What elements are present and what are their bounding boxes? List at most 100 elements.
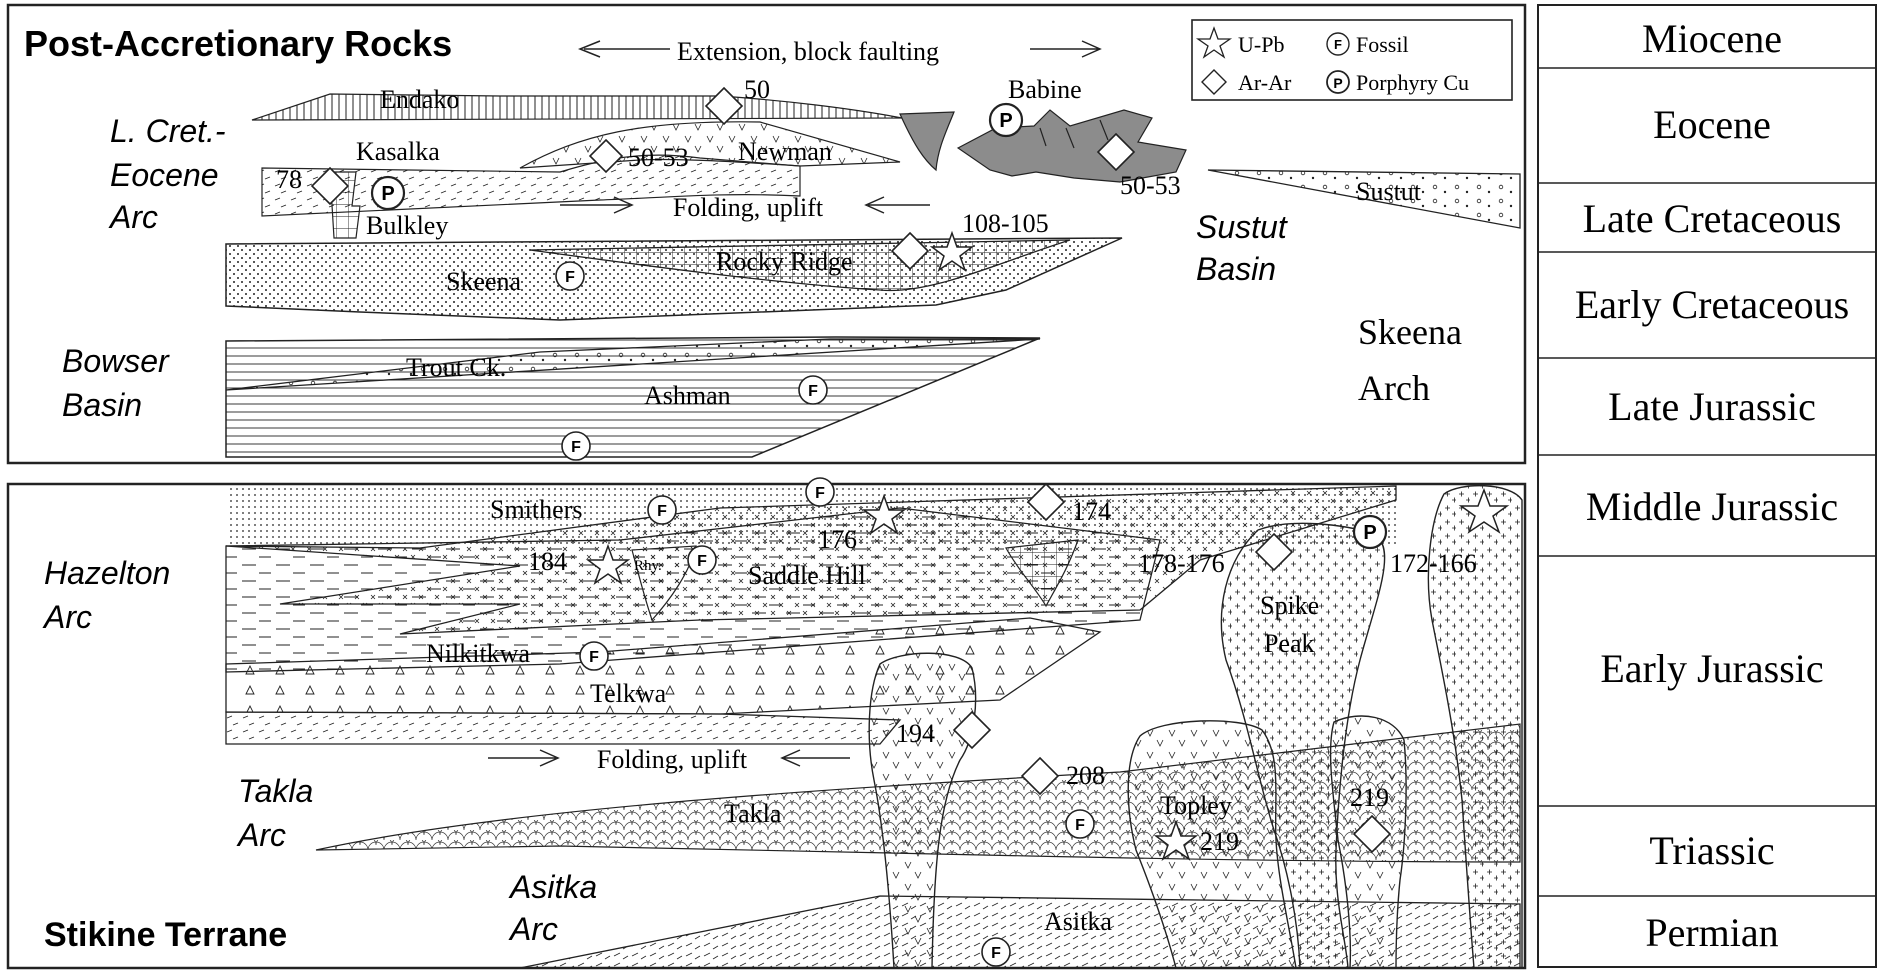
- unit-ashman: Ashman: [644, 381, 731, 410]
- terrane-label: Stikine Terrane: [44, 916, 287, 954]
- arc-label-1: L. Cret.-: [110, 113, 226, 149]
- period-late-cretaceous: Late Cretaceous: [1583, 196, 1842, 241]
- period-eocene: Eocene: [1653, 102, 1771, 147]
- period-late-jurassic: Late Jurassic: [1608, 384, 1816, 429]
- fossil-icon: F: [556, 262, 584, 290]
- svg-text:F: F: [697, 553, 707, 570]
- svg-text:P: P: [381, 183, 394, 205]
- age-108105: 108-105: [962, 209, 1049, 238]
- svg-text:F: F: [589, 649, 599, 666]
- unit-telkwa: Telkwa: [590, 679, 667, 708]
- unit-sustut: Sustut: [1356, 177, 1422, 206]
- legend-fossil: Fossil: [1356, 32, 1409, 57]
- unit-babine: Babine: [1008, 75, 1082, 104]
- age-50: 50: [744, 75, 770, 104]
- porphyry-icon: P: [1354, 516, 1386, 548]
- fossil-icon: F: [799, 376, 827, 404]
- svg-text:F: F: [815, 485, 825, 502]
- unit-topley: Topley: [1160, 791, 1232, 820]
- unit-kasalka: Kasalka: [356, 137, 440, 166]
- unit-rhy: Rhy.: [634, 558, 662, 574]
- bowser-label-1: Bowser: [62, 343, 170, 379]
- bowser-label-2: Basin: [62, 387, 142, 423]
- hazelton-label-2: Arc: [42, 599, 92, 635]
- hazelton-label-1: Hazelton: [44, 555, 170, 591]
- newman-unit: [520, 122, 900, 168]
- legend-porphyry-icon: P: [1327, 71, 1349, 93]
- unit-trout-ck: Trout Ck.: [406, 353, 506, 382]
- fossil-icon: F: [688, 546, 716, 574]
- extension-label: Extension, block faulting: [677, 37, 939, 66]
- fossil-icon: F: [806, 478, 834, 506]
- takla-arc-label-1: Takla: [238, 773, 313, 809]
- fossil-icon: F: [562, 432, 590, 460]
- folding-label-upper: Folding, uplift: [673, 193, 824, 222]
- unit-takla: Takla: [724, 799, 782, 828]
- legend-arar: Ar-Ar: [1238, 70, 1292, 95]
- svg-text:P: P: [1333, 75, 1342, 91]
- asitka-arc-label-2: Arc: [508, 911, 558, 947]
- fossil-icon: F: [1066, 810, 1094, 838]
- endako-unit: [252, 94, 902, 120]
- age-174: 174: [1072, 497, 1111, 526]
- legend-upb: U-Pb: [1238, 32, 1284, 57]
- period-miocene: Miocene: [1642, 16, 1782, 61]
- telkwa-lower: [226, 712, 900, 744]
- age-78: 78: [276, 165, 302, 194]
- svg-text:F: F: [571, 439, 581, 456]
- svg-text:F: F: [1075, 817, 1085, 834]
- asitka-arc-label-1: Asitka: [508, 869, 597, 905]
- unit-nilkitkwa: Nilkitkwa: [426, 639, 530, 668]
- period-early-jurassic: Early Jurassic: [1600, 646, 1823, 691]
- period-middle-jurassic: Middle Jurassic: [1586, 484, 1838, 529]
- unit-saddle-hill: Saddle Hill: [748, 561, 866, 590]
- unit-endako: Endako: [380, 85, 459, 114]
- svg-text:F: F: [565, 269, 575, 286]
- skeena-arch-label-2: Arch: [1358, 368, 1430, 408]
- fossil-icon: F: [982, 938, 1010, 966]
- unit-rocky-ridge: Rocky Ridge: [716, 247, 853, 276]
- unit-spike: Spike: [1260, 591, 1319, 620]
- svg-text:P: P: [999, 110, 1012, 132]
- unit-newman: Newman: [738, 137, 832, 166]
- age-172166: 172-166: [1390, 549, 1477, 578]
- age-178176: 178-176: [1138, 549, 1225, 578]
- fossil-icon: F: [648, 496, 676, 524]
- sustut-basin-label-1: Sustut: [1196, 209, 1288, 245]
- period-triassic: Triassic: [1649, 828, 1774, 873]
- folding-label-lower: Folding, uplift: [597, 745, 748, 774]
- age-5053-left: 50-53: [628, 143, 689, 172]
- unit-smithers: Smithers: [490, 495, 582, 524]
- fossil-icon: F: [580, 642, 608, 670]
- unit-peak: Peak: [1264, 629, 1315, 658]
- age-5053-right: 50-53: [1120, 171, 1181, 200]
- age-176: 176: [818, 525, 857, 554]
- svg-text:F: F: [1334, 37, 1342, 52]
- period-early-cretaceous: Early Cretaceous: [1575, 282, 1849, 327]
- porphyry-icon: P: [372, 177, 404, 209]
- legend-porphyry: Porphyry Cu: [1356, 70, 1469, 95]
- unit-skeena: Skeena: [446, 267, 522, 296]
- age-219-topley: 219: [1200, 827, 1239, 856]
- period-permian: Permian: [1645, 910, 1778, 955]
- age-194: 194: [896, 719, 935, 748]
- arc-label-3: Arc: [108, 199, 158, 235]
- unit-asitka: Asitka: [1044, 907, 1112, 936]
- babine-body-left: [900, 112, 954, 170]
- svg-text:F: F: [657, 503, 667, 520]
- svg-text:F: F: [808, 383, 818, 400]
- svg-text:P: P: [1363, 522, 1376, 544]
- age-184: 184: [528, 547, 567, 576]
- age-208: 208: [1066, 761, 1105, 790]
- legend-fossil-icon: F: [1327, 33, 1349, 55]
- porphyry-icon: P: [990, 104, 1022, 136]
- unit-bulkley: Bulkley: [366, 211, 448, 240]
- age-219-right: 219: [1350, 783, 1389, 812]
- upper-title: Post-Accretionary Rocks: [24, 23, 452, 64]
- skeena-arch-label-1: Skeena: [1358, 312, 1462, 352]
- arc-label-2: Eocene: [110, 157, 219, 193]
- takla-arc-label-2: Arc: [236, 817, 286, 853]
- svg-text:F: F: [991, 945, 1001, 962]
- sustut-basin-label-2: Basin: [1196, 251, 1276, 287]
